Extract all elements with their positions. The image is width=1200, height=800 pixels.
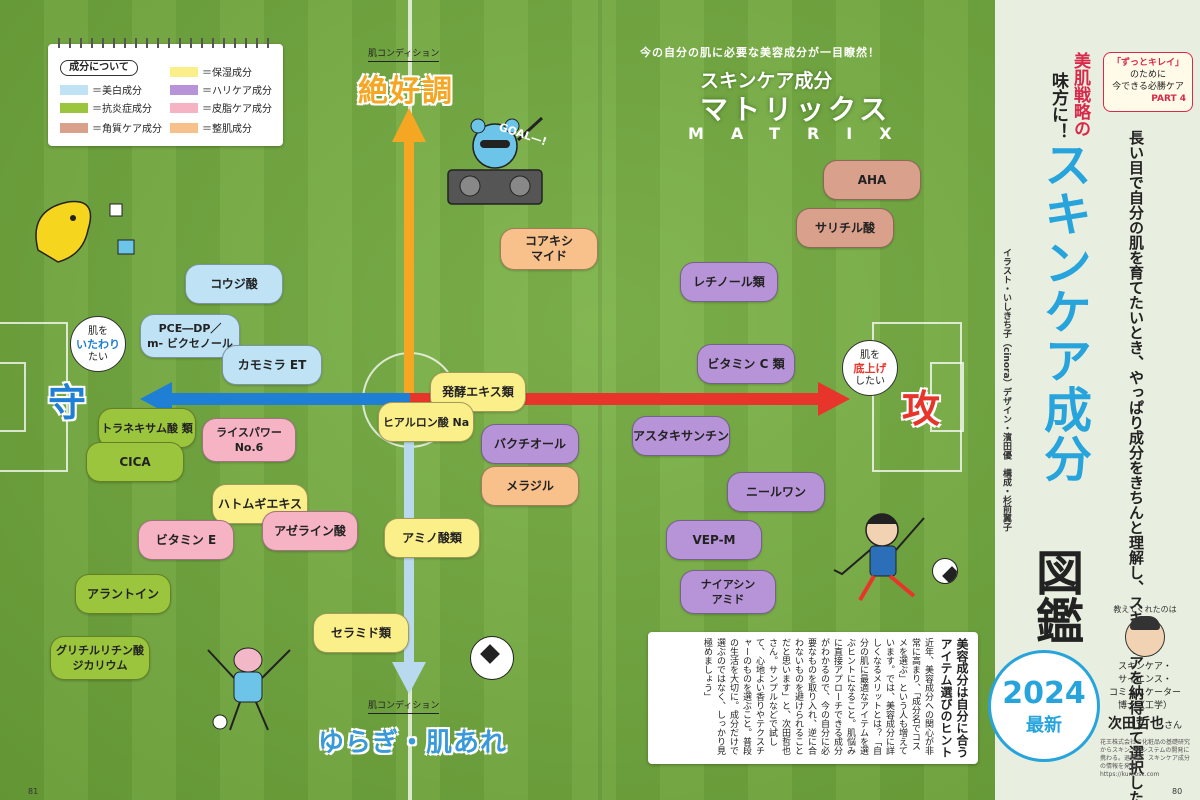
main-title-suffix: 図鑑 <box>1027 548 1083 644</box>
ingredient-pill-salicylic: サリチル酸 <box>796 208 894 248</box>
ingredient-pill-aha: AHA <box>823 160 921 200</box>
legend-swatch <box>170 84 198 95</box>
legend-item-keratin: ＝角質ケア成分 <box>60 120 162 135</box>
axis-bottom-caption: 肌コンディション <box>368 698 440 714</box>
legend-swatch <box>170 122 198 133</box>
ingredient-pill-ceramide: セラミド類 <box>313 613 409 653</box>
article-body: 近年、美容成分への関心が非常に高まり、「成分名でコスメを選ぶ」という人も増えてい… <box>702 638 933 755</box>
series-badge: 「ずっとキレイ」 のために 今できる必勝ケア PART 4 <box>1103 52 1193 112</box>
ingredient-pill-merazil: メラジル <box>481 466 579 506</box>
arrow-up-icon <box>392 108 426 142</box>
axis-left-label: 守 <box>48 381 87 425</box>
expert-note: 花王株式会社で化粧品の基礎研究からスキンケアシステムの開発に携わる。退職後、スキ… <box>1100 739 1191 778</box>
arrow-down-icon <box>392 662 426 694</box>
legend-item-whitening: ＝美白成分 <box>60 82 142 97</box>
soccer-ball-icon <box>470 636 514 680</box>
main-title: スキンケア成分 <box>1035 140 1091 483</box>
strategy-text-accent: 美肌戦略の <box>1070 52 1090 137</box>
ingredient-pill-pce-dp: PCE―DP／ m- ビクセノール <box>140 314 240 358</box>
ingredient-pill-bakuchiol: バクチオール <box>481 424 579 464</box>
right-penalty-box <box>872 322 962 472</box>
right-speech-bubble: 肌を 底上げ したい <box>842 340 898 396</box>
ingredient-pill-azelaic: アゼライン酸 <box>262 511 358 551</box>
ingredient-pill-vitamin-c: ビタミン C 類 <box>697 344 795 384</box>
ingredient-pill-amino: アミノ酸類 <box>384 518 480 558</box>
right-goal-box <box>930 362 964 432</box>
legend-item-moisturizing: ＝保湿成分 <box>170 64 252 79</box>
horizontal-axis-defense <box>170 393 410 405</box>
ingredient-pill-allantoin: アラントイン <box>75 574 171 614</box>
header-subtitle: スキンケア成分 <box>700 70 833 92</box>
legend-item-sebum: ＝皮脂ケア成分 <box>170 100 272 115</box>
credit-line: イラスト・いしきち子（cinora）デザイン・濱田優 構成・杉前翼子 <box>1001 248 1011 532</box>
ingredient-pill-nielwan: ニールワン <box>727 472 825 512</box>
legend-swatch <box>170 102 198 113</box>
header-title: マトリックス <box>700 93 892 126</box>
ingredient-pill-vitamin-e: ビタミン E <box>138 520 234 560</box>
ingredient-pill-glycyrrhizin: グリチルリチン酸 ジカリウム <box>50 636 150 680</box>
legend-title: 成分について <box>60 60 138 76</box>
ingredient-pill-kamomile: カモミラ ET <box>222 345 322 385</box>
axis-top-caption: 肌コンディション <box>368 46 440 62</box>
header-kicker: 今の自分の肌に必要な美容成分が一目瞭然！ <box>640 46 880 59</box>
year-badge: 2024 最新 <box>988 650 1100 762</box>
left-speech-bubble: 肌を いたわり たい <box>70 316 126 372</box>
legend-swatch <box>60 102 88 113</box>
yellow-mascot-illustration-icon <box>35 200 135 263</box>
strategy-text: 味方に！ <box>1048 72 1068 140</box>
expert-name: 次田哲也さん <box>1107 716 1182 732</box>
ingredient-pill-tranexamic: トラネキサム酸 類 <box>98 408 196 448</box>
axis-right-label: 攻 <box>902 387 941 431</box>
ingredient-pill-retinol: レチノール類 <box>680 262 778 302</box>
axis-top-label: 絶好調 <box>358 74 454 109</box>
article-title: 美容成分は自分に合うアイテム選びのヒント <box>939 638 969 758</box>
ingredient-pill-cica: CICA <box>86 442 184 482</box>
lead-paragraph: 長い目で自分の肌を育てたいとき、やっぱり成分をきちんと理解し、スキンケアを納得し… <box>1127 130 1145 800</box>
expert-heading: 教えてくれたのは <box>1113 605 1177 614</box>
ingredient-pill-kojic: コウジ酸 <box>185 264 283 304</box>
newest-text: 最新 <box>1026 714 1062 736</box>
dj-bear-illustration-icon <box>447 116 544 205</box>
ingredient-pill-hyaluronic: ヒアルロン酸 Na <box>378 402 474 442</box>
ingredient-pill-vep-m: VEP-M <box>666 520 762 560</box>
legend-item-conditioning: ＝整肌成分 <box>170 120 252 135</box>
ingredient-pill-astaxanthin: アスタキサンチン <box>632 416 730 456</box>
notebook-rings <box>58 38 273 48</box>
ingredient-pill-niacinamide-top: コアキシ マイド <box>500 228 598 270</box>
page-number-right: 80 <box>1172 787 1183 796</box>
expert-profile: 教えてくれたのは スキンケア・ サイエンス・ コミュニケーター 博士（工学） 次… <box>1100 605 1191 778</box>
legend-item-firming: ＝ハリケア成分 <box>170 82 272 97</box>
left-penalty-box <box>0 322 68 472</box>
ingredient-pill-niacin: ナイアシン アミド <box>680 570 776 614</box>
left-goal-box <box>0 362 26 432</box>
header-english: MATRIX <box>688 124 919 143</box>
page-number-left: 81 <box>28 787 39 796</box>
hero-girl-illustration-icon <box>833 513 925 602</box>
legend-item-anti-inflammatory: ＝抗炎症成分 <box>60 100 152 115</box>
legend-swatch <box>60 84 88 95</box>
article-box: 美容成分は自分に合うアイテム選びのヒント 近年、美容成分への関心が非常に高まり、… <box>648 632 978 764</box>
legend-swatch <box>60 122 88 133</box>
legend-swatch <box>170 66 198 77</box>
soccer-ball-small-icon <box>932 558 958 584</box>
dancing-character-illustration-icon <box>207 647 291 731</box>
expert-avatar <box>1125 616 1165 657</box>
axis-bottom-label: ゆらぎ・肌あれ <box>318 728 508 758</box>
ingredient-pill-raisepower: ライスパワー No.6 <box>202 418 296 462</box>
year-text: 2024 <box>1002 675 1086 711</box>
ingredient-legend: 成分について ＝美白成分 ＝抗炎症成分 ＝角質ケア成分 ＝保湿成分 ＝ハリケア成… <box>48 38 283 146</box>
arrow-right-icon <box>818 382 850 416</box>
